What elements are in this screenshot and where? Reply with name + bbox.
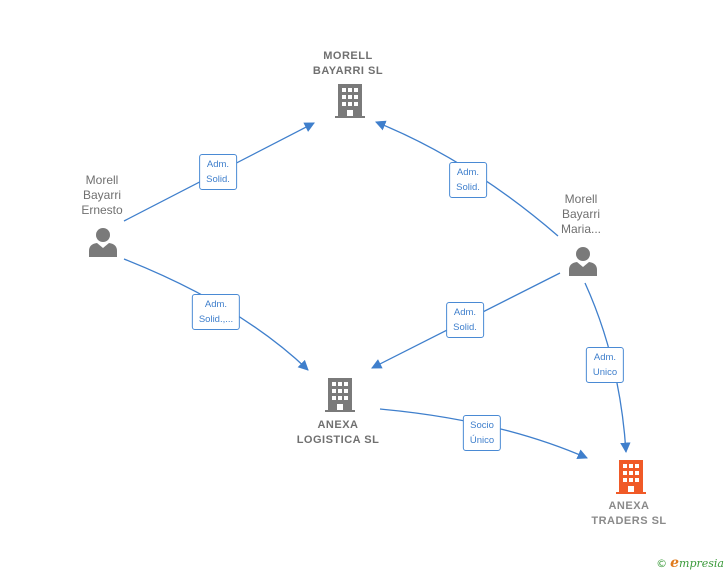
label-line: Bayarri bbox=[82, 188, 122, 202]
node-anexa-logistica-sl-label[interactable]: ANEXA LOGISTICA SL bbox=[297, 418, 380, 448]
label-line: LOGISTICA SL bbox=[296, 434, 380, 446]
label-line: Maria... bbox=[560, 222, 602, 236]
node-morell-bayarri-sl-label[interactable]: MORELL BAYARRI SL bbox=[313, 49, 383, 79]
person-icon[interactable] bbox=[569, 246, 597, 276]
building-icon[interactable] bbox=[325, 378, 355, 412]
label-line: ANEXA bbox=[317, 419, 359, 431]
label-line: TRADERS SL bbox=[591, 515, 667, 527]
person-icon[interactable] bbox=[89, 227, 117, 257]
label-line: Ernesto bbox=[81, 203, 123, 217]
edge-label-line: Adm. bbox=[204, 299, 228, 310]
label-line: ANEXA bbox=[608, 500, 650, 512]
brand-logo: ©empresia bbox=[656, 555, 724, 571]
building-icon[interactable] bbox=[616, 460, 646, 494]
edge-label-line: Socio bbox=[470, 420, 494, 431]
label-line: MORELL bbox=[323, 50, 373, 62]
node-morell-bayarri-maria-label[interactable]: Morell Bayarri Maria... bbox=[561, 192, 601, 237]
copyright-icon: © bbox=[656, 557, 668, 570]
edge-label-line: Solid.,... bbox=[198, 314, 234, 325]
edge-label-line: Adm. bbox=[206, 159, 230, 170]
edge-label-line: Solid. bbox=[453, 322, 477, 333]
label-line: Morell bbox=[564, 192, 598, 206]
label-line: BAYARRI SL bbox=[312, 65, 384, 77]
node-morell-bayarri-ernesto-label[interactable]: Morell Bayarri Ernesto bbox=[81, 173, 122, 218]
edge-label-line: Solid. bbox=[456, 182, 480, 193]
edge-label-line: Adm. bbox=[453, 307, 477, 318]
edge-label-line: Adm. bbox=[593, 352, 617, 363]
label-line: Bayarri bbox=[561, 207, 601, 221]
label-line: Morell bbox=[85, 173, 119, 187]
edge-label-maria-traders[interactable]: Adm. Unico bbox=[585, 347, 625, 383]
edge-label-line: Único bbox=[469, 435, 495, 446]
edge-label-maria-morell-sl[interactable]: Adm. Solid. bbox=[449, 162, 487, 198]
edge-label-line: Unico bbox=[592, 367, 618, 378]
building-icon[interactable] bbox=[335, 84, 365, 118]
edge-label-ernesto-logistica[interactable]: Adm. Solid.,... bbox=[191, 294, 241, 330]
node-anexa-traders-sl-label[interactable]: ANEXA TRADERS SL bbox=[591, 499, 666, 529]
edge-label-line: Solid. bbox=[206, 174, 230, 185]
edge-label-maria-logistica[interactable]: Adm. Solid. bbox=[446, 302, 484, 338]
edge-label-logistica-traders[interactable]: Socio Único bbox=[462, 415, 502, 451]
edge-label-ernesto-morell-sl[interactable]: Adm. Solid. bbox=[199, 154, 237, 190]
brand-initial: e bbox=[670, 555, 680, 571]
brand-name: mpresia bbox=[679, 557, 724, 570]
edge-label-line: Adm. bbox=[456, 167, 480, 178]
